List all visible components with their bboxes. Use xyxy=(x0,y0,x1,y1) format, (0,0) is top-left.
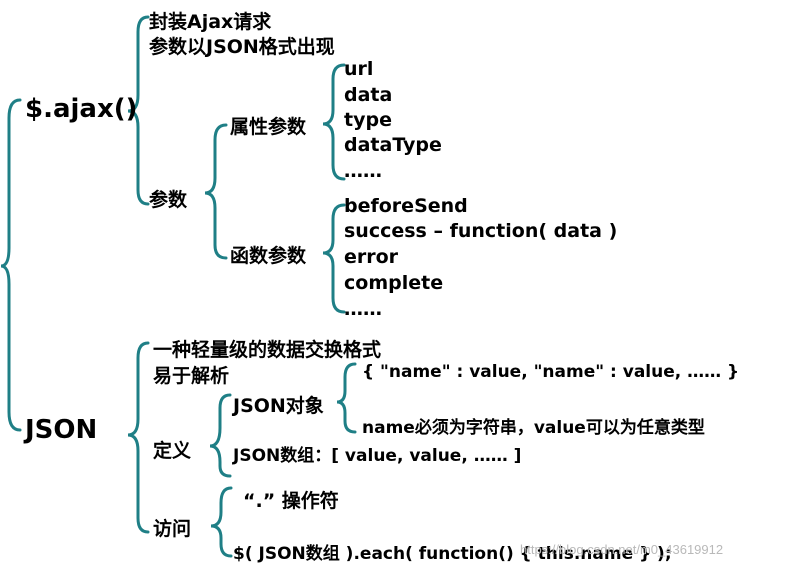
params-brace xyxy=(204,123,228,260)
func-param-item: error xyxy=(344,246,399,268)
define-brace xyxy=(209,393,232,478)
attr-param-item: type xyxy=(344,109,392,131)
func-params-label: 函数参数 xyxy=(230,245,307,267)
attr-param-item: data xyxy=(344,84,393,106)
func-params-brace xyxy=(322,203,346,314)
access-brace xyxy=(210,486,233,558)
define-label: 定义 xyxy=(153,440,192,462)
json-desc-line2: 易于解析 xyxy=(153,365,230,387)
func-param-item: …… xyxy=(344,298,382,320)
json-desc-line1: 一种轻量级的数据交换格式 xyxy=(153,339,382,361)
attr-params-brace xyxy=(322,63,346,181)
attr-param-item: dataType xyxy=(344,134,442,156)
func-param-item: success – function( data ) xyxy=(344,220,618,242)
access-label: 访问 xyxy=(153,518,192,540)
attr-param-item: …… xyxy=(344,160,382,182)
ajax-params-label: 参数 xyxy=(149,189,188,211)
ajax-brace xyxy=(127,15,150,206)
func-param-item: complete xyxy=(344,272,444,294)
dot-operator-line: “.” 操作符 xyxy=(243,490,339,512)
ajax-desc-line2: 参数以JSON格式出现 xyxy=(149,36,335,58)
func-param-item: beforeSend xyxy=(344,195,468,217)
root-brace xyxy=(0,98,22,432)
json-brace xyxy=(127,341,150,534)
json-object-syntax: { "name" : value, "name" : value, …… } xyxy=(362,362,740,382)
json-object-brace xyxy=(336,362,357,434)
json-array-line: JSON数组：[ value, value, …… ] xyxy=(233,446,522,466)
attr-params-label: 属性参数 xyxy=(230,116,307,138)
attr-param-item: url xyxy=(344,58,374,80)
json-object-label: JSON对象 xyxy=(233,395,324,417)
each-syntax-line: $( JSON数组 ).each( function() { this.name… xyxy=(233,544,672,564)
ajax-root-label: $.ajax() xyxy=(25,94,138,124)
json-object-rule: name必须为字符串，value可以为任意类型 xyxy=(362,418,705,438)
watermark: https://blog.csdn.net/m0_43619912 xyxy=(520,542,724,557)
ajax-desc-line1: 封装Ajax请求 xyxy=(149,11,272,33)
json-root-label: JSON xyxy=(25,415,98,445)
